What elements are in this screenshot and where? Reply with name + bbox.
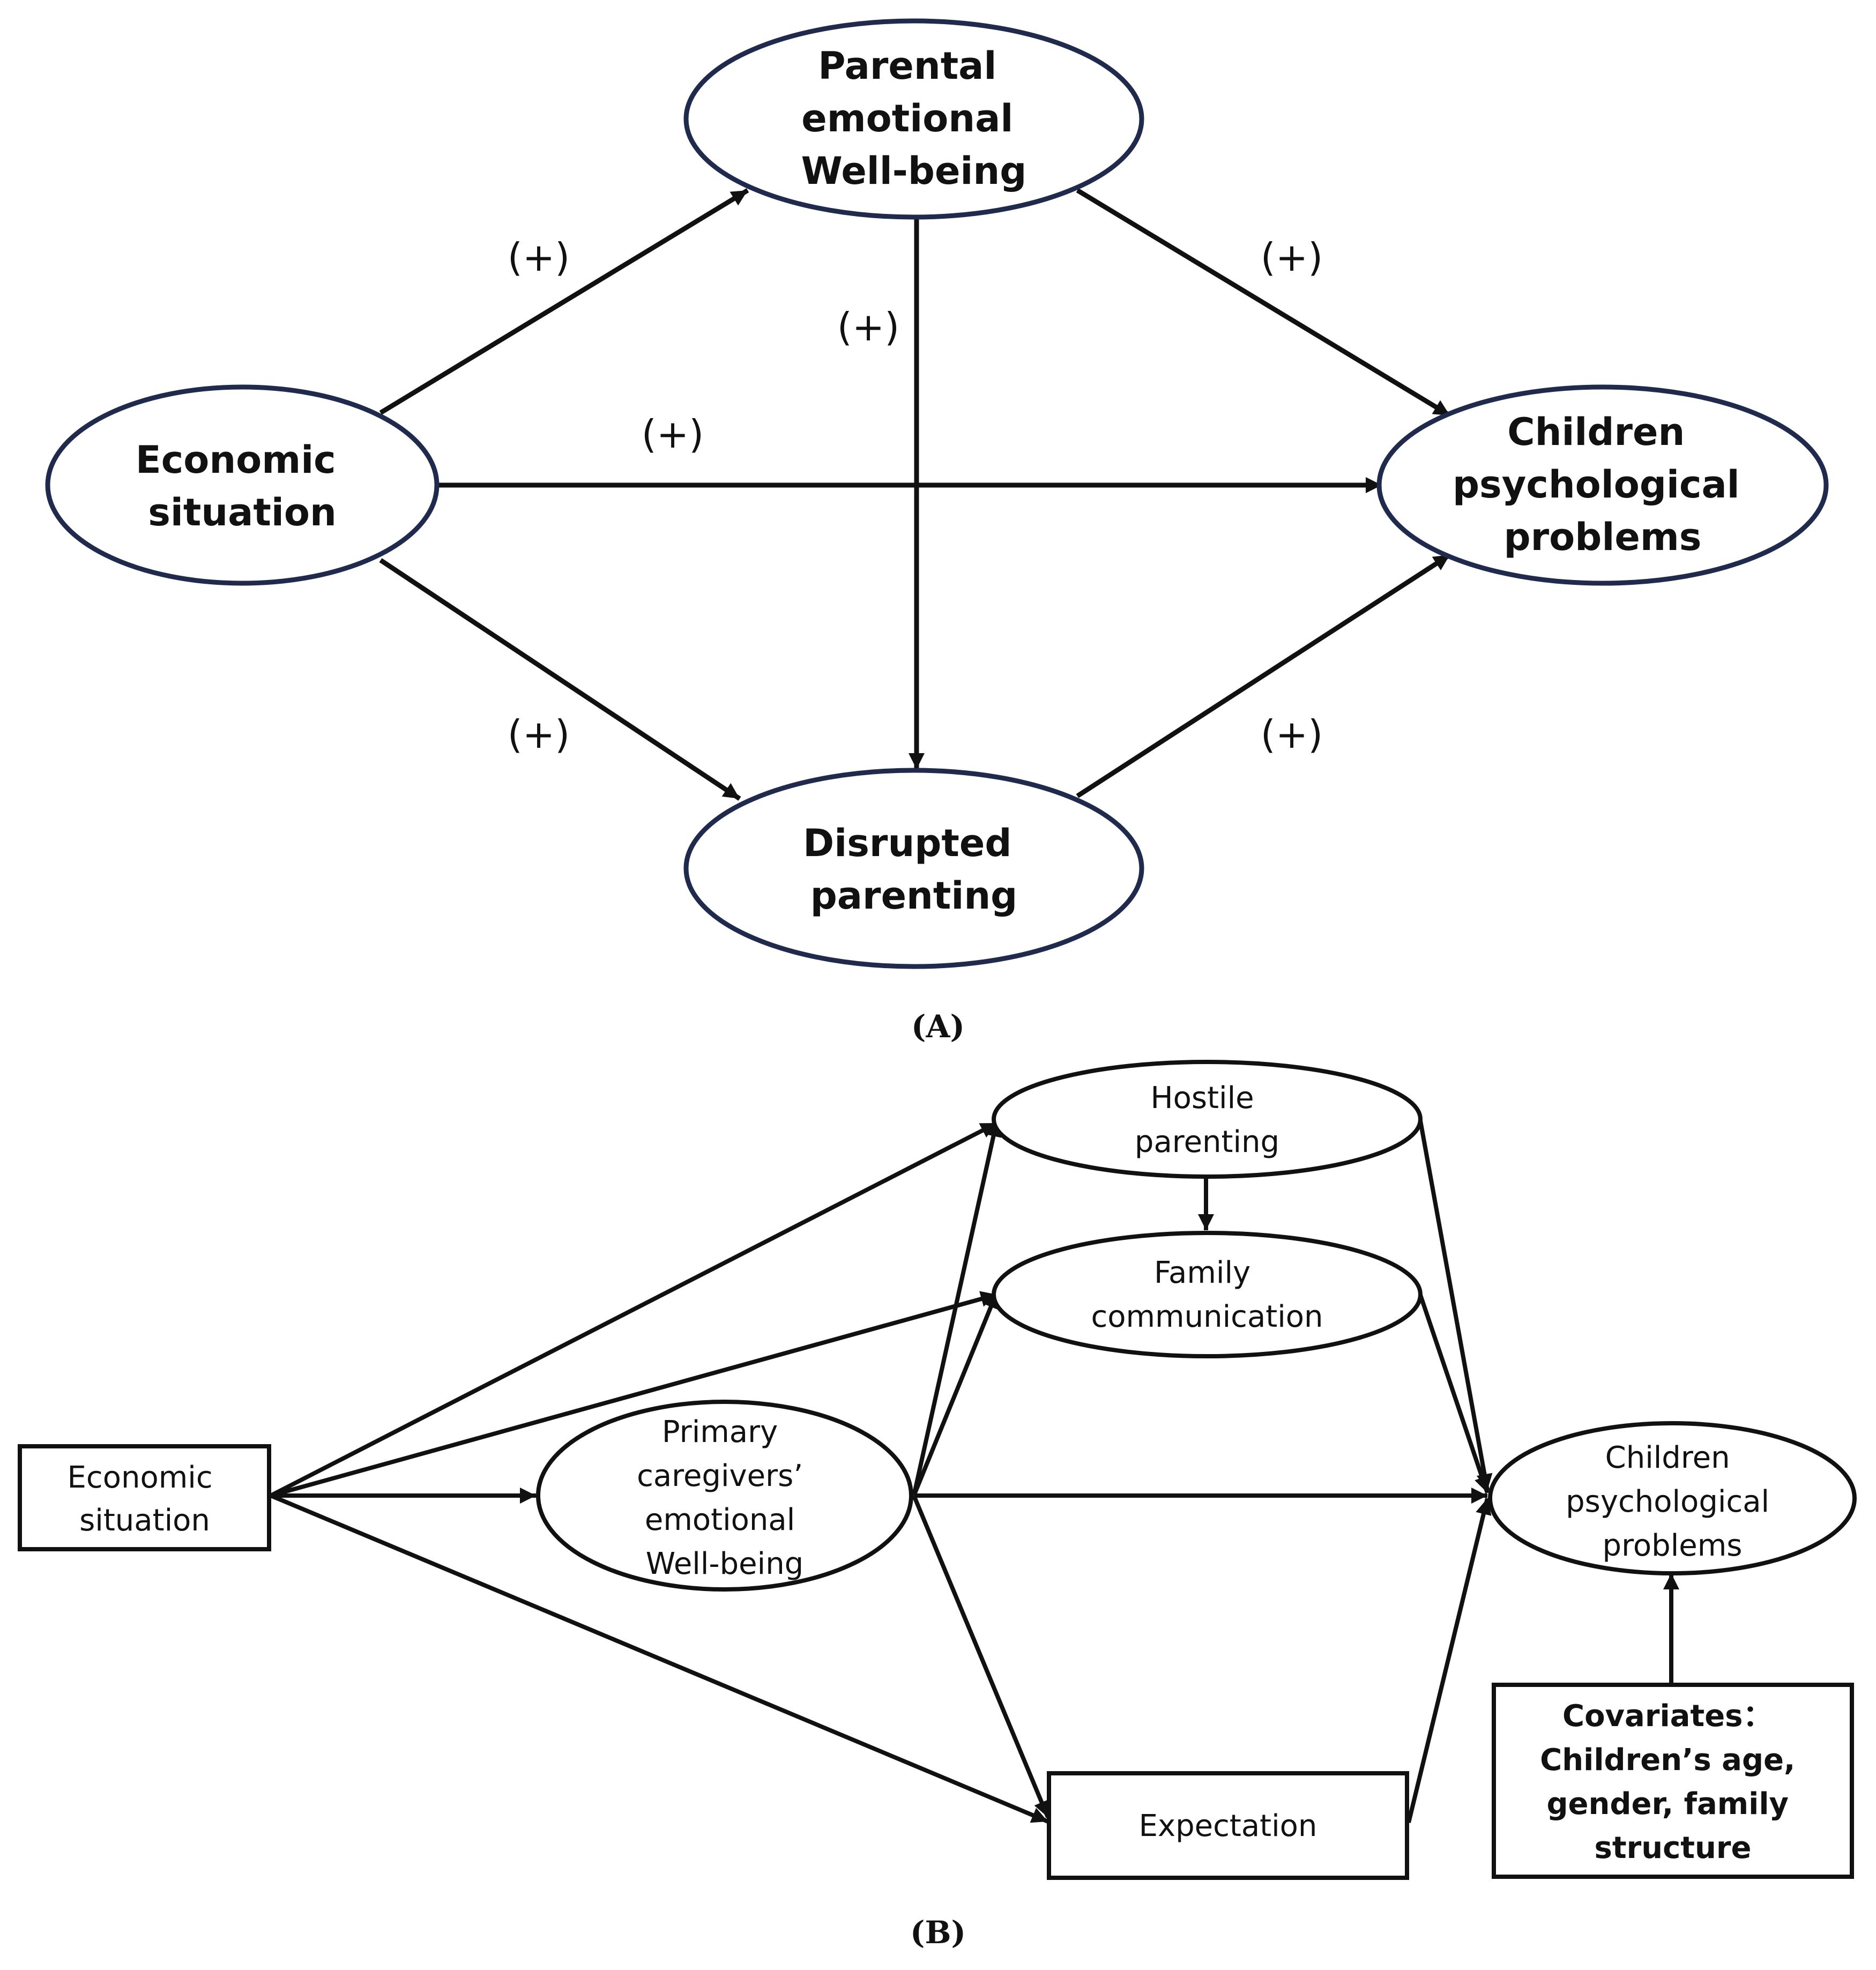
node-economic-situation-b: Economic situation — [18, 1444, 271, 1551]
node-label-line: Family — [1154, 1255, 1250, 1290]
node-children-problems-a: Children psychological problems — [1376, 384, 1829, 586]
node-label-line: structure — [1594, 1831, 1751, 1865]
node-label-line: Covariates： — [1562, 1699, 1773, 1734]
node-label-line: communication — [1091, 1299, 1323, 1334]
node-label-line: psychological — [1453, 463, 1740, 507]
edge-b-expectation-to-children — [1406, 1498, 1492, 1823]
edge-b-economic-to-expectation — [270, 1493, 1049, 1824]
node-label-line: Economic — [68, 1460, 213, 1495]
node-label-line: Expectation — [1139, 1809, 1317, 1843]
panel-a-label: (A) — [911, 1008, 965, 1045]
node-label-line: psychological — [1566, 1484, 1769, 1519]
edge-b-primary-to-expectation — [912, 1495, 1050, 1818]
node-label-line: gender, family — [1546, 1787, 1789, 1822]
edge-disrupted-to-children — [1076, 553, 1451, 798]
node-label-line: Well-being — [801, 149, 1027, 193]
edge-b-primary-to-hostile — [912, 1120, 1002, 1496]
sign-disrupted-to-children: (+) — [1261, 712, 1323, 757]
node-label-line: Economic — [136, 438, 336, 482]
edge-parental-to-children — [1076, 188, 1451, 418]
svg-text:Hostile parenting: Hostile parenting — [1135, 1081, 1279, 1159]
sign-econ-to-disrupted: (+) — [508, 712, 570, 757]
node-disrupted-parenting: Disrupted parenting — [683, 768, 1144, 969]
node-label-line: emotional — [801, 96, 1013, 140]
edge-b-economic-to-hostile — [270, 1121, 998, 1498]
node-parental-wellbeing: Parental emotional Well-being — [683, 18, 1144, 220]
node-label-line: Children — [1507, 410, 1685, 454]
node-label-line: emotional — [645, 1503, 795, 1537]
node-children-problems-b: Children psychological problems — [1488, 1421, 1857, 1575]
node-label-line: Primary — [662, 1415, 778, 1449]
edge-b-family-to-children — [1417, 1291, 1490, 1494]
node-label-line: Children’s age, — [1540, 1743, 1795, 1778]
svg-text:Disrupted parenting: Disrupted parenting — [803, 821, 1025, 918]
panel-b-label: (B) — [910, 1914, 966, 1951]
node-label-line: Hostile — [1151, 1081, 1254, 1116]
svg-text:Expectation: Expectation — [1139, 1809, 1317, 1843]
node-label-line: situation — [148, 490, 337, 534]
panel-a: (+) (+) (+) (+) (+) (+) Economic situati… — [45, 18, 1829, 1045]
node-label-line: Well-being — [646, 1547, 803, 1581]
node-label-line: caregivers’ — [637, 1459, 803, 1493]
edge-b-primary-to-family — [912, 1291, 999, 1497]
sign-parental-to-disrupted: (+) — [837, 304, 900, 350]
edge-b-hostile-to-children — [1417, 1114, 1493, 1491]
sign-econ-to-children: (+) — [642, 412, 704, 457]
node-label-line: situation — [79, 1503, 210, 1538]
node-label-line: Disrupted — [803, 821, 1011, 865]
node-label-line: Children — [1605, 1440, 1730, 1475]
svg-text:Covariates： Children’s: Covariates： Children’s age, gender, fami… — [1540, 1699, 1806, 1865]
edge-economic-to-parental — [379, 188, 749, 415]
node-economic-situation-a: Economic situation — [45, 384, 440, 586]
panel-b: Economic situation Primary caregivers’ e… — [18, 1060, 1857, 1951]
svg-text:Children psychological: Children psychological problems — [1453, 410, 1753, 559]
svg-text:Parental emotional: Parental emotional Well-being — [801, 44, 1027, 193]
node-hostile-parenting: Hostile parenting — [992, 1060, 1423, 1179]
edge-b-economic-to-family — [270, 1291, 998, 1498]
node-covariates: Covariates： Children’s age, gender, fami… — [1492, 1683, 1854, 1879]
sign-parental-to-children: (+) — [1261, 235, 1323, 280]
svg-text:Primary caregivers’: Primary caregivers’ emotional Well-being — [637, 1415, 813, 1581]
node-label-line: Parental — [818, 44, 996, 88]
node-family-communication: Family communication — [992, 1231, 1423, 1358]
node-expectation: Expectation — [1047, 1771, 1409, 1880]
svg-text:Children psychological: Children psychological problems — [1566, 1440, 1779, 1563]
node-primary-caregivers-wellbeing: Primary caregivers’ emotional Well-being — [536, 1400, 913, 1592]
node-label-line: problems — [1603, 1528, 1743, 1563]
edge-economic-to-disrupted — [379, 558, 741, 801]
sign-econ-to-parental: (+) — [508, 235, 570, 280]
svg-text:Economic situation: Economic situation — [68, 1460, 222, 1538]
svg-text:Family communication: Family communication — [1091, 1255, 1323, 1334]
node-label-line: parenting — [810, 874, 1018, 918]
node-label-line: parenting — [1135, 1125, 1279, 1159]
svg-text:Economic situation: Economic situation — [136, 438, 349, 534]
node-label-line: problems — [1504, 515, 1702, 559]
